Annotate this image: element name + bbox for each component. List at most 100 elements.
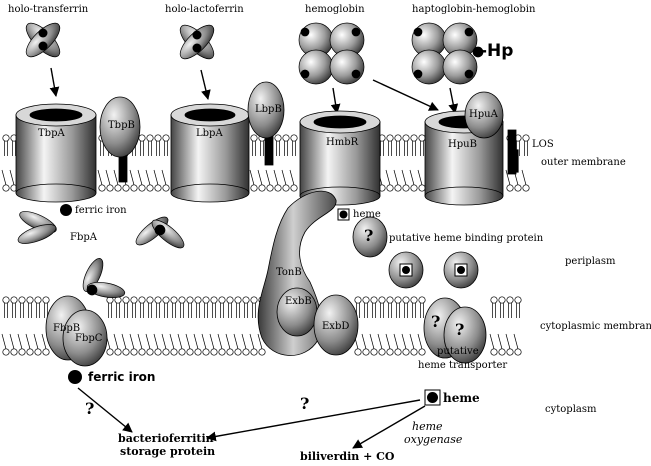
heme-periplasm xyxy=(337,208,350,221)
exbd-protein xyxy=(313,294,359,356)
lipid-head xyxy=(282,134,290,142)
lipid-head xyxy=(186,296,194,304)
lipid-head xyxy=(106,348,114,356)
label-heme-small: heme xyxy=(353,209,381,220)
lipid-head xyxy=(378,296,386,304)
lipid-head xyxy=(146,134,154,142)
label-outer-membrane: outer membrane xyxy=(541,157,626,168)
label-hp: -Hp xyxy=(480,41,514,61)
lipid-head xyxy=(258,184,266,192)
lipid-head xyxy=(170,348,178,356)
lipid-head xyxy=(210,296,218,304)
lipid-head xyxy=(162,296,170,304)
cytoplasm-arrows xyxy=(77,387,426,449)
heme-transporter-b xyxy=(443,306,487,364)
heme-bound-protein-2 xyxy=(443,251,479,289)
label-hpub: HpuB xyxy=(448,139,477,150)
lipid-head xyxy=(42,348,50,356)
lipid-head xyxy=(162,184,170,192)
label-heme-oxygenase-1: heme xyxy=(412,420,443,433)
lipid-head xyxy=(354,348,362,356)
label-storage-protein: storage protein xyxy=(120,445,216,458)
lipid-head xyxy=(114,348,122,356)
label-bacterioferritin: bacterioferritin xyxy=(118,432,214,445)
lipid-head xyxy=(178,296,186,304)
lipid-head xyxy=(130,348,138,356)
lipid-head xyxy=(250,184,258,192)
holo-lactoferrin-molecule xyxy=(179,24,215,60)
fbpa-open xyxy=(135,216,185,249)
label-exbd: ExbD xyxy=(322,321,350,332)
heme-cytoplasm xyxy=(424,389,441,406)
label-ferric-iron-cytoplasm: ferric iron xyxy=(88,370,156,384)
label-tbpb: TbpB xyxy=(108,120,135,131)
lipid-head xyxy=(386,296,394,304)
lipid-head xyxy=(114,184,122,192)
lipid-head xyxy=(514,296,522,304)
lipid-head xyxy=(410,296,418,304)
lipid-head xyxy=(202,348,210,356)
ferric-iron-dot xyxy=(60,204,72,216)
lipid-head xyxy=(506,184,514,192)
lipid-head xyxy=(18,296,26,304)
lipid-head xyxy=(162,134,170,142)
lipid-head xyxy=(18,348,26,356)
lipid-head xyxy=(210,348,218,356)
lipid-head xyxy=(234,296,242,304)
fbpa-molecule xyxy=(17,211,57,244)
lipid-head xyxy=(146,296,154,304)
label-los: LOS xyxy=(532,139,554,150)
lipid-head xyxy=(10,348,18,356)
lipid-head xyxy=(162,348,170,356)
lipid-head xyxy=(138,348,146,356)
lipid-head xyxy=(186,348,194,356)
lipid-head xyxy=(386,134,394,142)
los-molecule xyxy=(508,134,519,173)
label-periplasm: periplasm xyxy=(565,256,616,267)
lipid-head xyxy=(378,348,386,356)
lipid-head xyxy=(218,296,226,304)
lipid-head xyxy=(402,134,410,142)
lipid-head xyxy=(274,134,282,142)
lipid-head xyxy=(370,296,378,304)
label-putative-heme-binding-protein: putative heme binding protein xyxy=(389,233,544,244)
label-haptoglobin-hemoglobin: haptoglobin-hemoglobin xyxy=(412,4,536,15)
lipid-head xyxy=(394,184,402,192)
lipid-head xyxy=(218,348,226,356)
lipid-head xyxy=(42,296,50,304)
lipid-head xyxy=(402,184,410,192)
heme-bound-protein-1 xyxy=(388,251,424,289)
lipid-head xyxy=(34,296,42,304)
lipid-head xyxy=(2,296,10,304)
hmbr-receptor xyxy=(299,110,381,206)
lipid-head xyxy=(122,348,130,356)
lipid-head xyxy=(394,348,402,356)
lipid-head xyxy=(122,296,130,304)
lipid-head xyxy=(138,296,146,304)
lipid-head xyxy=(258,348,266,356)
lipid-head xyxy=(226,348,234,356)
lipid-head xyxy=(154,184,162,192)
lipid-head xyxy=(138,134,146,142)
question-mark-binding: ? xyxy=(364,226,374,245)
question-mark-transporter-b: ? xyxy=(455,320,465,339)
lipid-head xyxy=(250,134,258,142)
lipid-head xyxy=(282,184,290,192)
lipid-head xyxy=(146,348,154,356)
lipid-head xyxy=(402,348,410,356)
lipid-head xyxy=(418,134,426,142)
tbpa-receptor xyxy=(15,103,97,203)
lipid-head xyxy=(130,184,138,192)
ferric-iron-cytoplasm-dot xyxy=(68,370,82,384)
label-holo-transferrin: holo-transferrin xyxy=(8,4,89,15)
lipid-head xyxy=(234,348,242,356)
lipid-head xyxy=(170,296,178,304)
label-biliverdin: biliverdin + CO xyxy=(300,450,395,463)
label-heme-transporter: heme transporter xyxy=(418,360,508,371)
lipid-head xyxy=(498,348,506,356)
label-lbpa: LbpA xyxy=(196,128,223,139)
lipid-head xyxy=(274,184,282,192)
lipid-head xyxy=(522,184,530,192)
lipid-head xyxy=(2,134,10,142)
lipid-head xyxy=(498,296,506,304)
